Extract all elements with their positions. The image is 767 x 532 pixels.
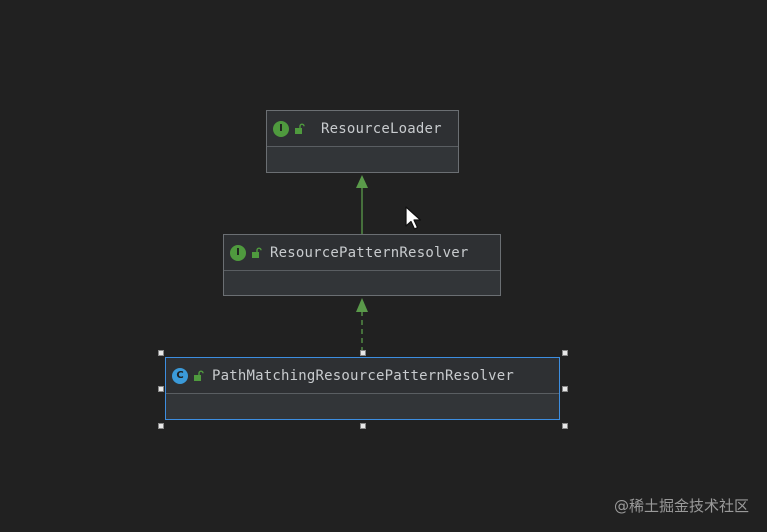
node-header: C PathMatchingResourcePatternResolver xyxy=(166,358,559,394)
node-label: PathMatchingResourcePatternResolver xyxy=(212,367,515,384)
node-label: ResourceLoader xyxy=(321,120,442,137)
node-body xyxy=(166,394,559,419)
public-lock-icon xyxy=(295,123,305,134)
resize-handle-middle-right[interactable] xyxy=(562,386,568,392)
resize-handle-top-center[interactable] xyxy=(360,350,366,356)
node-body xyxy=(224,271,500,295)
resize-handle-bottom-center[interactable] xyxy=(360,423,366,429)
implements-arrowhead xyxy=(356,298,368,312)
resize-handle-bottom-left[interactable] xyxy=(158,423,164,429)
resize-handle-bottom-right[interactable] xyxy=(562,423,568,429)
interface-icon: I xyxy=(230,244,246,261)
interface-icon: I xyxy=(273,120,289,137)
node-resource-loader[interactable]: I ResourceLoader xyxy=(266,110,459,173)
watermark: @稀土掘金技术社区 xyxy=(613,497,749,515)
node-header: I ResourceLoader xyxy=(267,111,458,147)
node-body xyxy=(267,147,458,172)
class-icon: C xyxy=(172,367,188,384)
node-label: ResourcePatternResolver xyxy=(270,244,469,261)
resize-handle-top-right[interactable] xyxy=(562,350,568,356)
resize-handle-top-left[interactable] xyxy=(158,350,164,356)
node-path-matching-resolver[interactable]: C PathMatchingResourcePatternResolver xyxy=(165,357,560,420)
node-resource-pattern-resolver[interactable]: I ResourcePatternResolver xyxy=(223,234,501,296)
extends-arrowhead xyxy=(356,175,368,188)
resize-handle-middle-left[interactable] xyxy=(158,386,164,392)
public-lock-icon xyxy=(194,370,204,381)
public-lock-icon xyxy=(252,247,262,258)
node-header: I ResourcePatternResolver xyxy=(224,235,500,271)
mouse-cursor-icon xyxy=(405,206,422,230)
